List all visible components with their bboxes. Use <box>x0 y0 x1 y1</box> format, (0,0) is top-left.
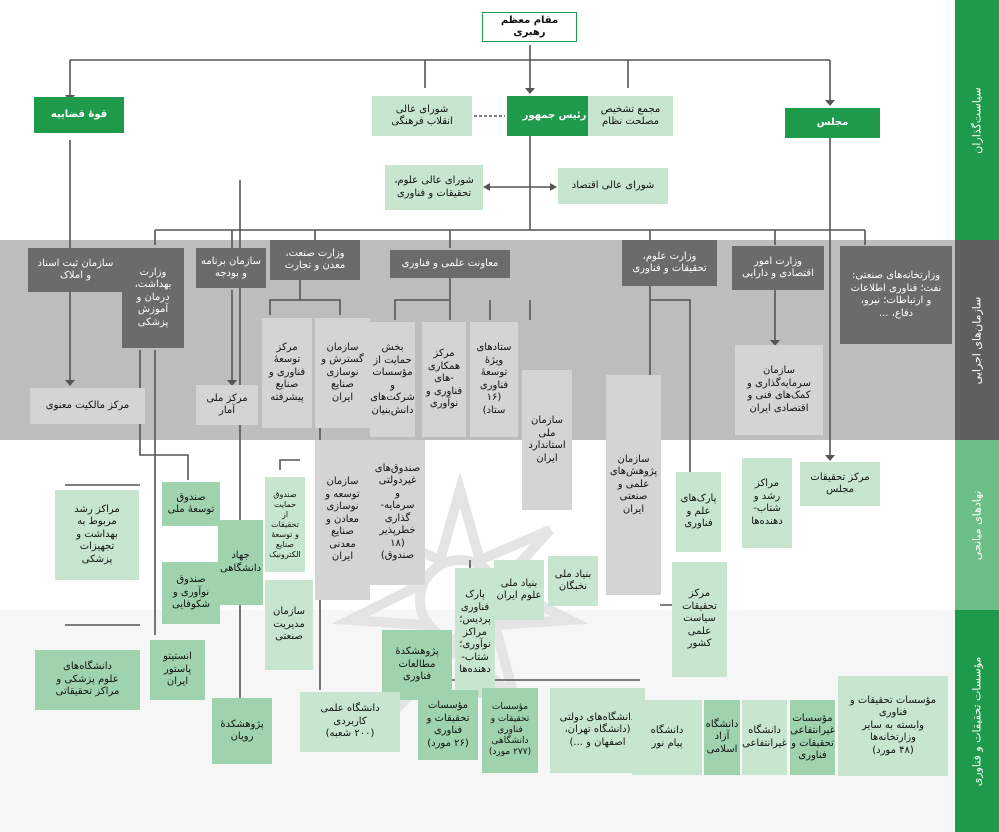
node-parliament-research: مرکز تحقیقات مجلس <box>800 462 880 506</box>
side-label-research: مؤسسات تحقیقات و فناوری <box>955 610 999 832</box>
node-economy-ministry: وزارت امور اقتصادی و دارایی <box>732 246 824 290</box>
node-parliament: مجلس <box>785 108 880 138</box>
node-plan-budget: سازمان برنامه و بودجه <box>196 248 266 288</box>
node-investment-org: سازمان سرمایه‌گذاری و کمک‌های فنی و اقتص… <box>735 345 823 435</box>
node-industrial-ministries: وزارتخانه‌های صنعتی: نفت؛ فناوری اطلاعات… <box>840 246 952 344</box>
node-economy-council: شورای عالی اقتصاد <box>558 168 668 204</box>
node-industrial-mgmt: سازمان مدیریت صنعتی <box>265 580 313 670</box>
node-special-hq: ستادهای ویژهٔ توسعهٔ فناوری (۱۶ ستاد) <box>470 322 518 437</box>
side-label-policy: سیاست‌گذاران <box>955 0 999 240</box>
node-science-council: شورای عالی علوم، تحقیقات و فناوری <box>385 165 483 210</box>
node-jahad: جهاد دانشگاهی <box>218 520 263 605</box>
node-mining-org: سازمان توسعه و نوسازی معادن و صنایع معدن… <box>315 440 370 600</box>
node-idro: سازمان گسترش و نوسازی صنایع ایران <box>315 318 370 428</box>
node-adv-industries-center: مرکز توسعهٔ فناوری و صنایع پیشرفته <box>262 318 312 428</box>
node-medical-universities: دانشگاه‌های علوم پزشکی و مراکز تحقیقاتی <box>35 650 140 710</box>
node-health-ministry: وزارت بهداشت، درمان و آموزش پزشکی <box>122 248 184 348</box>
node-sci-tech-vp: معاونت علمی و فناوری <box>390 250 510 278</box>
node-elites-foundation: بنیاد ملی نخبگان <box>548 556 598 606</box>
node-statistics-center: مرکز ملی آمار <box>196 385 258 425</box>
node-azad: دانشگاه آزاد اسلامی <box>704 700 740 775</box>
node-royan: پژوهشکدهٔ رویان <box>212 698 272 764</box>
node-tech-studies-institute: پژوهشکدهٔ مطالعات فناوری <box>382 630 452 700</box>
node-innovation-fund: صندوق نوآوری و شکوفایی <box>162 562 220 624</box>
node-kb-support: بخش حمایت از مؤسسات و شرکت‌های دانش‌بنیا… <box>370 322 415 437</box>
node-payam-noor: دانشگاه پیام نور <box>632 700 702 775</box>
node-university-institutes: مؤسسات تحقیقات و فناوری دانشگاهی (۲۷۷ مو… <box>482 688 538 773</box>
node-applied-university: دانشگاه علمی کاربردی (۲۰۰ شعبه) <box>300 692 400 752</box>
node-science-ministry: وزارت علوم، تحقیقات و فناوری <box>622 240 717 286</box>
node-ministry-institutes: مؤسسات تحقیقات و فناوری وابسته به سایر و… <box>838 676 948 776</box>
side-label-executive: سازمان‌های اجرایی <box>955 240 999 440</box>
node-expediency: مجمع تشخیص مصلحت نظام <box>588 96 673 136</box>
node-pardis-park: پارک فناوری پردیس؛ مراکز نوآوری؛ شتاب- د… <box>455 568 495 698</box>
node-tech-coop-center: مرکز همکاری -های فناوری و نوآوری <box>422 322 466 437</box>
node-industry-ministry: وزارت صنعت، معدن و تجارت <box>270 240 360 280</box>
node-rd-support-fund: صندوق حمایت از تحقیقات و توسعهٔ صنایع ال… <box>265 477 305 572</box>
node-pasteur: انستیتو پاستور ایران <box>150 640 205 700</box>
node-judiciary: قوهٔ قضاییه <box>34 97 124 133</box>
node-policy-research-center: مرکز تحقیقات سیاست علمی کشور <box>672 562 727 677</box>
node-ip-center: مرکز مالکیت معنوی <box>30 388 145 424</box>
node-nonprofit-university: دانشگاه غیرانتفاعی <box>742 700 787 775</box>
node-iran-science-foundation: بنیاد ملی علوم ایران <box>494 560 544 620</box>
node-nonprofit-institutes: مؤسسات غیرانتفاعی تحقیقات و فناوری <box>790 700 835 775</box>
node-private-institutes: مؤسسات تحقیقات و فناوری (۲۶ مورد) <box>418 690 478 760</box>
node-science-parks: پارک‌های علم و فناوری <box>676 472 721 552</box>
node-health-incubators: مراکز رشد مربوط به بهداشت و تجهیزات پزشک… <box>55 490 139 580</box>
node-cultural-council: شورای عالی انقلاب فرهنگی <box>372 96 472 136</box>
node-national-dev-fund: صندوق توسعهٔ ملی <box>162 482 220 526</box>
node-incubators: مراکز رشد و شتاب- دهنده‌ها <box>742 458 792 548</box>
node-president: رئیس جمهور <box>507 96 602 136</box>
node-vc-funds: صندوق‌های غیردولتی و سرمایه- گذاری خطرپذ… <box>370 440 425 585</box>
side-label-intermediary: نهادهای میانجی <box>955 440 999 610</box>
node-state-universities: دانشگاه‌های دولتی (دانشگاه تهران، اصفهان… <box>550 688 645 773</box>
node-leader: مقام معظم رهبری <box>482 12 577 42</box>
node-standards-org: سازمان ملی استاندارد ایران <box>522 370 572 510</box>
node-irost: سازمان پژوهش‌های علمی و صنعتی ایران <box>606 375 661 595</box>
node-registration-org: سازمان ثبت اسناد و املاک <box>28 248 123 292</box>
